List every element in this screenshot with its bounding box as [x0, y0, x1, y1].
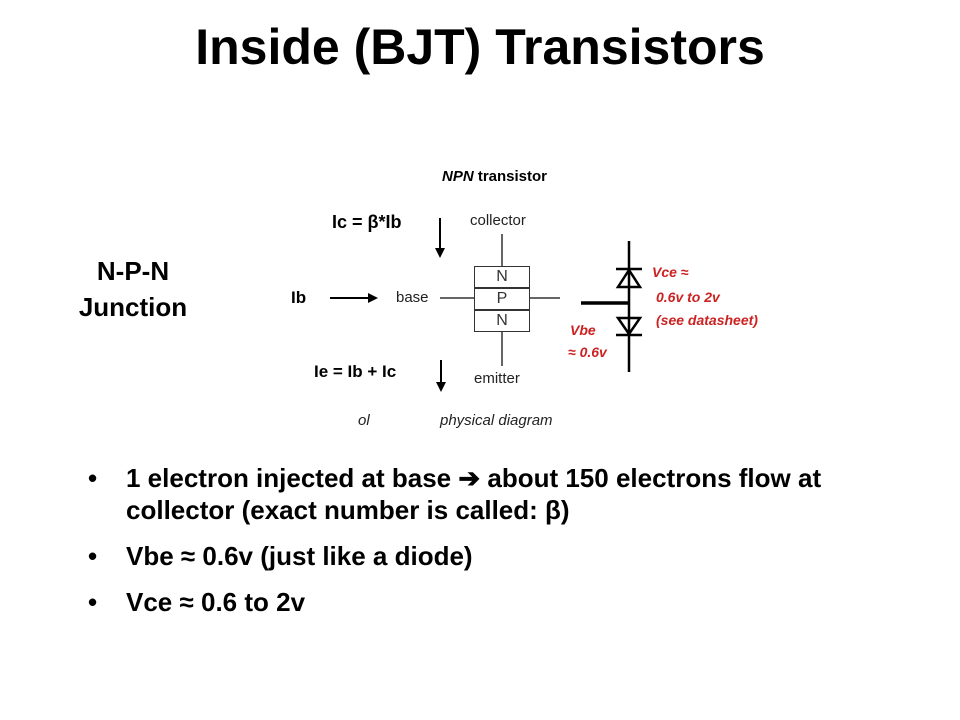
- bullet-text: 1 electron injected at base ➔ about 150 …: [126, 463, 822, 525]
- ic-arrow-head: [435, 248, 445, 258]
- bullet-marker: •: [88, 463, 98, 493]
- diode-lower-icon: [615, 316, 643, 337]
- layer-p: P: [474, 288, 530, 310]
- diode-upper-icon: [615, 267, 643, 289]
- bullet-marker: •: [88, 587, 98, 617]
- bullet-list: • 1 electron injected at base ➔ about 150…: [82, 462, 902, 632]
- vbe-label-line2: ≈ 0.6v: [568, 344, 607, 360]
- physical-diagram-caption: physical diagram: [440, 412, 553, 429]
- base-label: base: [396, 289, 429, 306]
- bullet-item: • 1 electron injected at base ➔ about 150…: [82, 462, 902, 526]
- ib-arrow-head: [368, 293, 378, 303]
- vce-label-line3: (see datasheet): [656, 312, 758, 328]
- npn-heading: NPN transistor: [442, 168, 548, 185]
- vce-label-line2: 0.6v to 2v: [656, 289, 720, 305]
- junction-label-line1: N-P-N: [96, 256, 170, 286]
- vbe-label-line1: Vbe: [570, 322, 596, 338]
- collector-label: collector: [470, 212, 526, 229]
- bullet-text: Vce ≈ 0.6 to 2v: [126, 587, 306, 617]
- layer-n-bottom: N: [474, 310, 530, 332]
- junction-label: N-P-N Junction: [58, 253, 208, 325]
- ie-label: Ie = Ib + Ic: [314, 362, 397, 381]
- bullet-text: Vbe ≈ 0.6v (just like a diode): [126, 541, 473, 571]
- ic-label: Ic = β*Ib: [332, 212, 402, 232]
- bullet-item: • Vbe ≈ 0.6v (just like a diode): [82, 540, 902, 572]
- slide-title: Inside (BJT) Transistors: [195, 19, 765, 75]
- vce-label-line1: Vce ≈: [652, 264, 689, 280]
- layer-n-top: N: [474, 266, 530, 288]
- ie-arrow-head: [436, 382, 446, 392]
- bullet-marker: •: [88, 541, 98, 571]
- emitter-label: emitter: [474, 370, 520, 387]
- junction-label-line2: Junction: [78, 292, 188, 322]
- caption-fragment: ol: [358, 412, 370, 429]
- bullet-item: • Vce ≈ 0.6 to 2v: [82, 586, 902, 618]
- ib-label: Ib: [291, 288, 307, 307]
